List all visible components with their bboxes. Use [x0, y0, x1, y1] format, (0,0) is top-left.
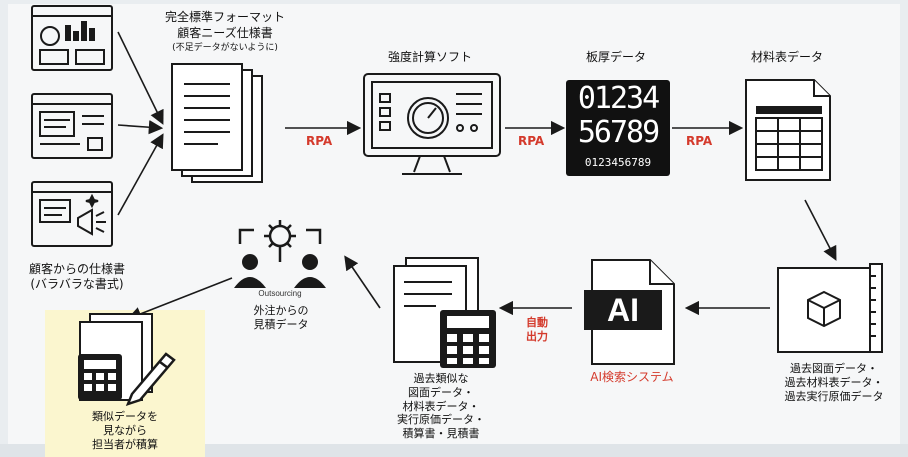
rpa-label-3: RPA	[686, 134, 713, 148]
past-drawings-label: 過去図面データ・ 過去材料表データ・ 過去実行原価データ	[784, 362, 884, 403]
digits-bottom: 0123456789	[584, 156, 652, 169]
arrow-similar-to-outsourcing	[344, 255, 381, 309]
arrow-material-to-past	[804, 199, 837, 261]
material-table-label: 材料表データ	[750, 50, 823, 64]
auto-output-label: 自動 出力	[526, 316, 548, 343]
bottom-strip	[0, 444, 908, 457]
document-stack-icon	[171, 63, 263, 183]
strength-software-label: 強度計算ソフト	[387, 50, 472, 64]
customer-spec-megaphone-icon	[31, 181, 113, 247]
outsourcing-label: 外注からの 見積データ	[253, 304, 309, 331]
ai-icon-text: AI	[607, 292, 639, 328]
arrow-specs-top	[117, 31, 164, 125]
rpa-label-1: RPA	[306, 134, 333, 148]
arrow-outsourcing-to-estimator	[127, 277, 233, 321]
document-calculator-icon	[393, 257, 496, 368]
customer-spec-doc-icon	[31, 93, 113, 159]
arrow-specs-bottom	[117, 133, 164, 216]
standard-format-subtitle: 顧客ニーズ仕様書	[177, 26, 273, 40]
standard-format-note: (不足データがないように)	[172, 43, 278, 53]
digital-display: 01234 56789 0123456789	[566, 80, 670, 176]
estimator-label: 類似データを 見ながら 担当者が積算	[92, 410, 158, 451]
past-similar-label: 過去類似な 図面データ・ 材料表データ・ 実行原価データ・ 積算書・見積書	[397, 372, 485, 440]
blueprint-cube-icon	[777, 263, 883, 353]
customer-specs-label: 顧客からの仕様書 (バラバラな書式)	[28, 262, 125, 291]
monitor-gauge-icon	[363, 73, 501, 175]
customer-spec-chart-icon	[31, 5, 113, 71]
ai-file-icon: AI	[584, 259, 675, 365]
rpa-label-2: RPA	[518, 134, 545, 148]
ai-search-label: AI検索システム	[590, 370, 674, 384]
calculator-pencil-icon	[78, 313, 176, 407]
outsourcing-people-icon: Outsourcing	[234, 220, 326, 298]
digits-mid: 56789	[577, 115, 660, 150]
standard-format-title: 完全標準フォーマット	[164, 10, 285, 24]
arrow-specs-mid	[117, 120, 164, 135]
digits-top: 01234	[577, 81, 660, 116]
thickness-data-label: 板厚データ	[585, 50, 646, 64]
table-document-icon	[745, 79, 831, 181]
outsourcing-caption: Outsourcing	[258, 289, 301, 298]
